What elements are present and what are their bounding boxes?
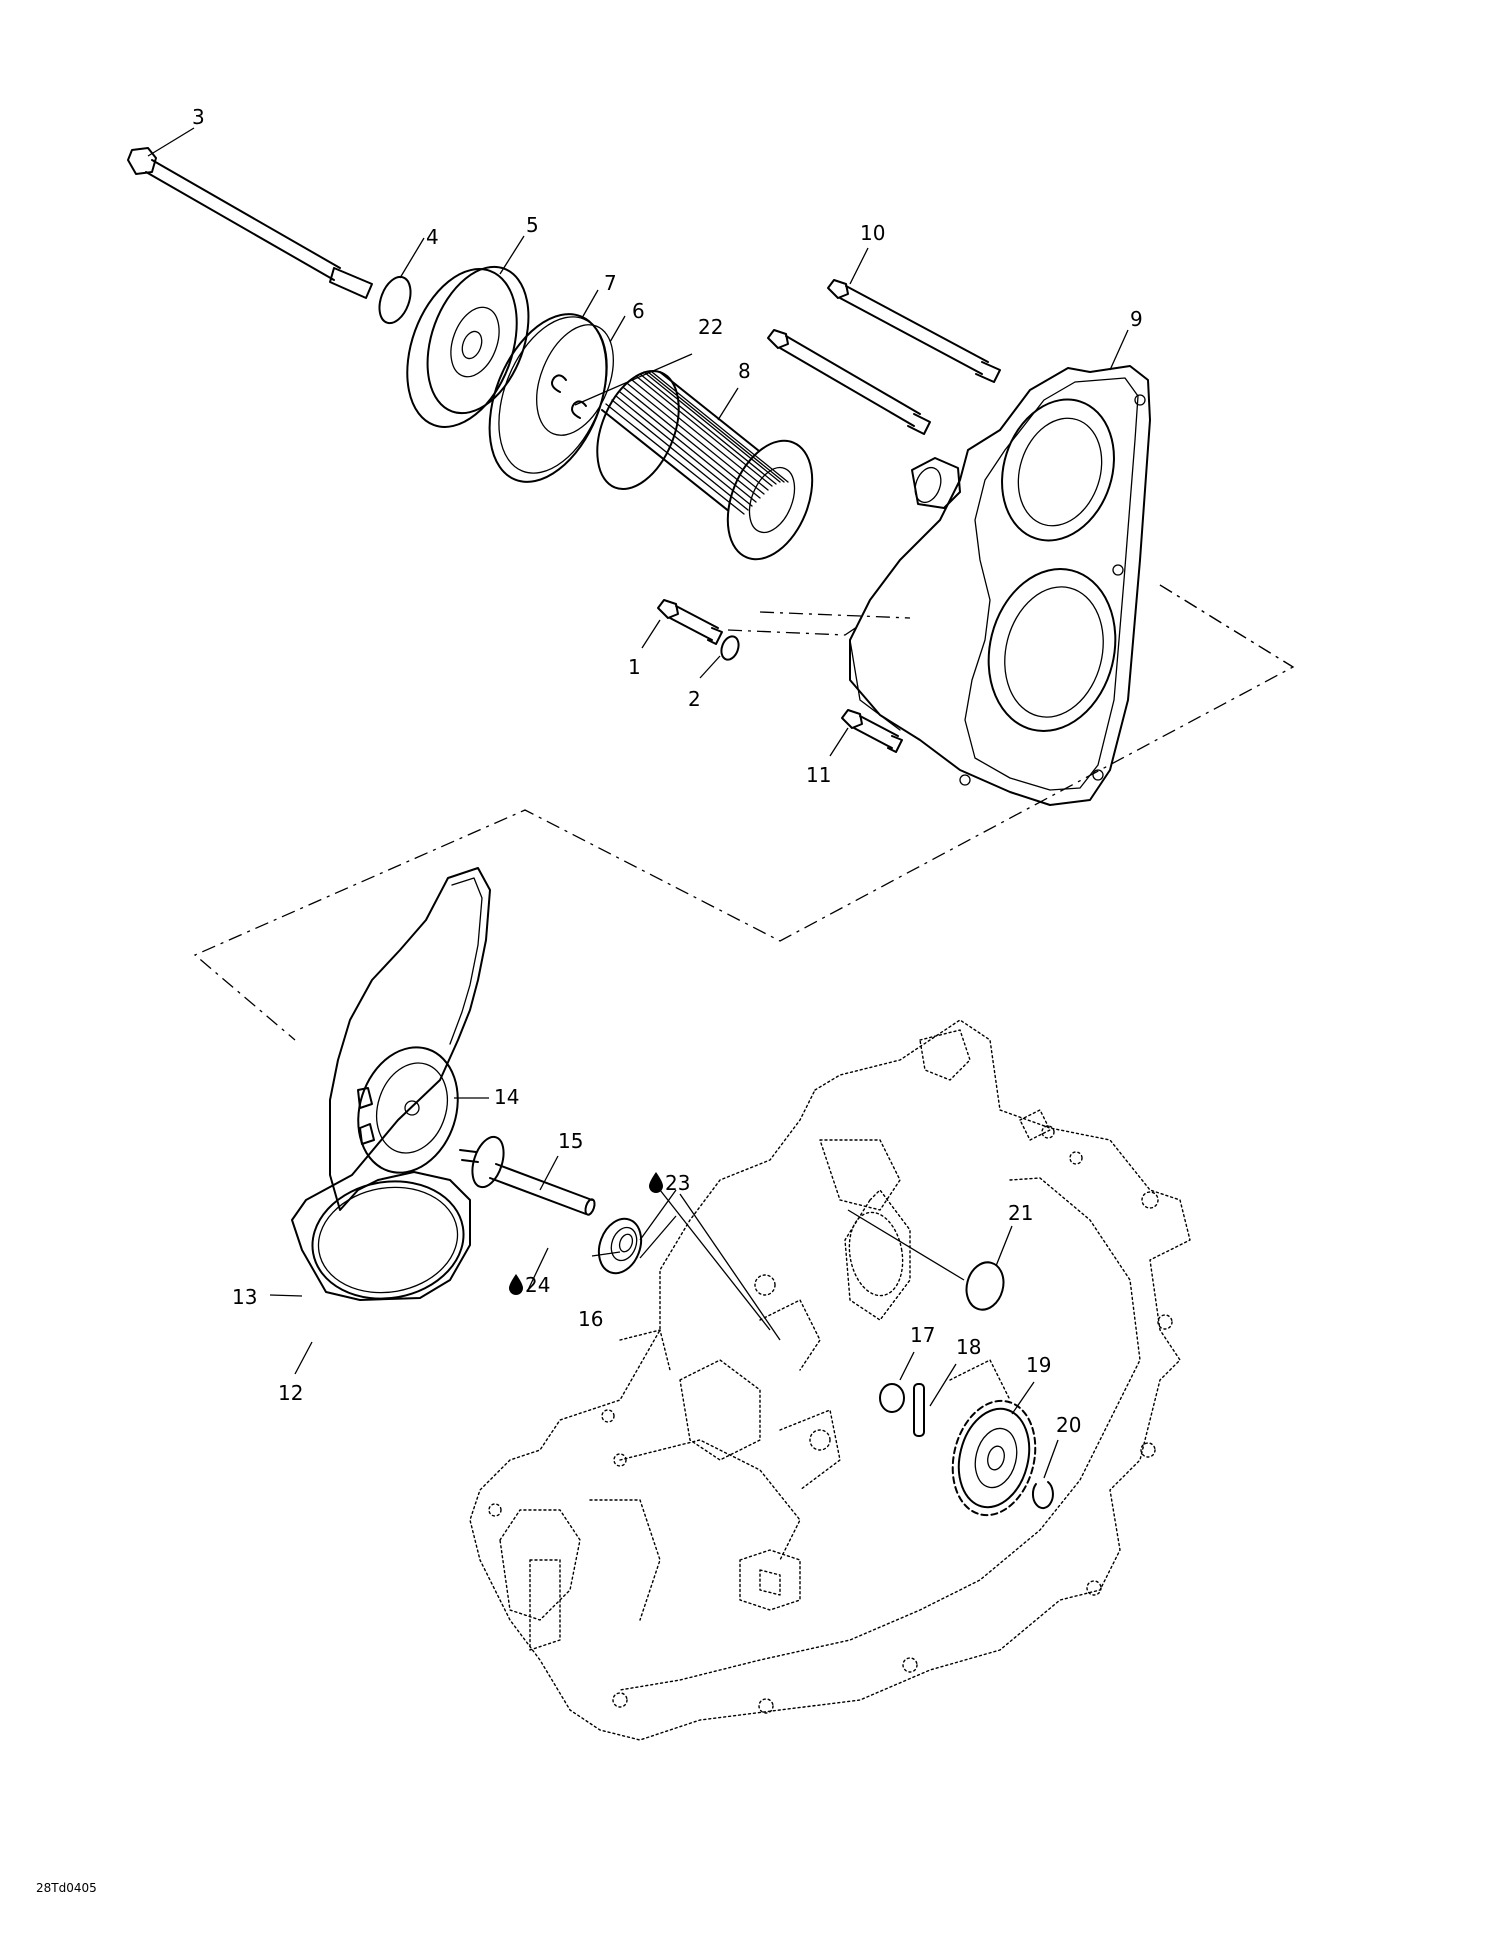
label-4: 4 [426,225,439,249]
label-19: 19 [1026,1353,1051,1377]
crankcase-phantom [469,1019,1191,1741]
part-19-gear [951,1399,1037,1517]
label-9: 9 [1130,307,1143,331]
part-12-gasket [291,867,491,1301]
part-11-bolt [841,709,903,753]
part-9-pump-housing [849,365,1151,806]
part-20-circlip [1031,1481,1054,1510]
label-5: 5 [526,213,539,237]
label-6: 6 [632,299,645,323]
part-labels: 1 2 3 4 5 6 7 8 9 10 11 12 13 14 15 16 1… [192,105,1143,1437]
part-8-oil-filter [596,369,814,561]
part-1-bolt [657,599,723,645]
label-12: 12 [278,1381,303,1405]
assembly-guide-lines [193,584,1295,1041]
label-11: 11 [806,763,831,787]
part-22-clips [551,374,587,419]
label-3: 3 [192,105,205,129]
part-18-pin [913,1383,925,1437]
label-7: 7 [604,271,617,295]
label-10: 10 [860,221,885,245]
part-16-seal [597,1217,643,1275]
label-22: 22 [698,315,723,339]
label-23: 23 [665,1171,690,1195]
label-20: 20 [1056,1413,1081,1437]
lubricant-drop-icon [509,1274,523,1295]
part-6-spring [536,324,614,436]
part-5-filter-cover [406,265,530,428]
part-7-gasket [488,313,608,483]
label-8: 8 [738,359,751,383]
label-2: 2 [688,687,701,711]
part-13-o-ring [311,1180,465,1300]
label-1: 1 [628,655,641,679]
figure-code: 28Td0405 [36,1881,97,1895]
part-17-washer [879,1383,905,1413]
label-15: 15 [558,1129,583,1153]
label-24: 24 [525,1273,550,1297]
part-10-bolts [767,279,1001,435]
label-16: 16 [578,1307,603,1331]
lubricant-drop-icon [649,1172,663,1193]
leader-lines [147,127,1129,1479]
part-15-pump-shaft [459,1135,596,1216]
part-4-o-ring [378,275,412,325]
part-21-o-ring [965,1261,1005,1311]
part-14-impeller [357,1046,459,1174]
label-21: 21 [1008,1201,1033,1225]
label-17: 17 [910,1323,935,1347]
label-14: 14 [494,1085,519,1109]
part-3-long-bolt [127,147,373,299]
label-18: 18 [956,1335,981,1359]
part-2-washer [720,635,740,661]
label-13: 13 [232,1285,257,1309]
